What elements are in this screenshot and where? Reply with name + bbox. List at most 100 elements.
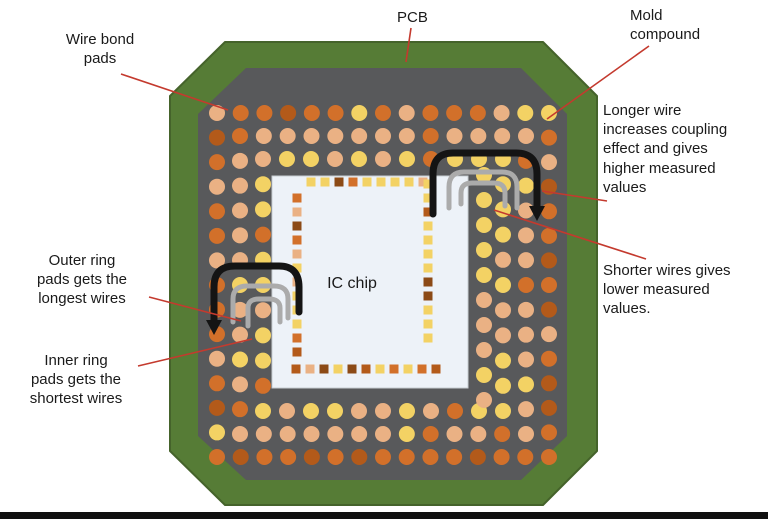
bond-pad [495, 352, 511, 369]
bond-pad [495, 327, 511, 344]
right-long-black-wire [429, 149, 541, 218]
bond-pad [518, 351, 534, 368]
bond-pad [351, 151, 367, 167]
bond-pad [209, 227, 225, 244]
bond-pad [256, 449, 273, 465]
bond-pad [232, 449, 249, 465]
bond-pad [303, 151, 319, 167]
bond-pad [495, 277, 511, 293]
annotation-line-shorter-wires [493, 209, 647, 260]
chip-pad [423, 179, 433, 189]
bond-pad [232, 376, 248, 393]
bond-pad [375, 403, 391, 419]
bond-pad [255, 327, 271, 344]
bond-pad [469, 105, 486, 121]
chip-pad [403, 364, 413, 374]
bond-pad [518, 376, 534, 393]
bond-pad [493, 449, 510, 465]
bond-pad [375, 105, 391, 121]
bond-pad [303, 449, 320, 465]
bond-pad [541, 129, 557, 146]
chip-pad [423, 193, 433, 203]
chip-pad [292, 347, 302, 357]
bond-pad [541, 350, 557, 367]
chip-pad [347, 364, 357, 374]
left-wire-arrowhead [206, 320, 222, 335]
chip-edge-pads [291, 177, 441, 374]
bond-pad [422, 128, 439, 144]
bond-pad [518, 177, 534, 194]
bond-pad [517, 449, 534, 465]
chip-pad [292, 263, 302, 273]
annotation-line-inner-ring [137, 338, 253, 367]
shorter-wires-label: Shorter wires gives lower measured value… [603, 262, 731, 318]
chip-pad [417, 364, 427, 374]
bond-pad [494, 426, 511, 442]
bond-pad [351, 105, 368, 121]
bond-pad [518, 426, 534, 442]
bond-pad [256, 105, 273, 121]
bond-pad [255, 128, 272, 144]
bond-pad [494, 128, 511, 144]
bond-pad [279, 128, 296, 144]
bond-pad [209, 105, 225, 121]
bond-pad [476, 367, 492, 383]
bond-pad [476, 342, 492, 358]
bond-pad [375, 128, 391, 144]
bond-pad [209, 252, 225, 269]
bond-pad [255, 302, 271, 319]
chip-pad [423, 235, 433, 245]
chip-pad [305, 364, 315, 374]
chip-pad [423, 221, 433, 231]
bond-pad [232, 401, 248, 418]
chip-pad [292, 319, 302, 329]
bond-pad [398, 449, 415, 465]
bond-pad [398, 426, 415, 442]
bond-pad [279, 151, 295, 167]
bond-pad [476, 242, 492, 258]
chip-pad [292, 235, 302, 245]
annotation-line-outer-ring [148, 296, 242, 322]
bond-pad [232, 105, 249, 121]
chip-pad [389, 364, 399, 374]
right-short-gray-wire-1 [446, 169, 520, 211]
mold-compound-label: Mold compound [630, 7, 701, 44]
bond-pad [541, 449, 557, 465]
bond-pad [470, 128, 487, 144]
bond-pad [476, 392, 492, 408]
bond-pad [518, 401, 534, 418]
annotation-line-pcb [405, 27, 412, 63]
chip-pad [319, 364, 329, 374]
bond-pad [232, 426, 248, 442]
bond-pad [279, 403, 295, 419]
chip-pad [376, 177, 386, 187]
bond-pad [423, 403, 439, 419]
bond-pad [209, 154, 225, 171]
chip-pad [306, 177, 316, 187]
bond-pad [476, 192, 492, 208]
bond-pad [327, 403, 343, 419]
bond-pad [327, 151, 343, 167]
bond-pad [518, 252, 534, 269]
chip-pad [418, 177, 428, 187]
chip-pad [390, 177, 400, 187]
chip-pad [292, 249, 302, 259]
bond-pad [541, 375, 557, 392]
bond-pad [375, 151, 391, 167]
chip-pad [423, 319, 433, 329]
chip-pad [334, 177, 344, 187]
bond-pad [232, 301, 248, 318]
bond-pad [232, 326, 248, 343]
bond-pad [255, 151, 271, 167]
inner-ring-label: Inner ring pads gets the shortest wires [29, 352, 123, 408]
bond-pad [541, 326, 557, 343]
chip-pad [292, 193, 302, 203]
bond-pad [280, 105, 297, 121]
bond-pad [303, 105, 320, 121]
bond-pad [255, 426, 272, 442]
outer-ring-label: Outer ring pads gets the longest wires [36, 252, 128, 308]
left-bond-wires [206, 262, 303, 335]
bond-pad [470, 426, 487, 442]
chip-pad [333, 364, 343, 374]
